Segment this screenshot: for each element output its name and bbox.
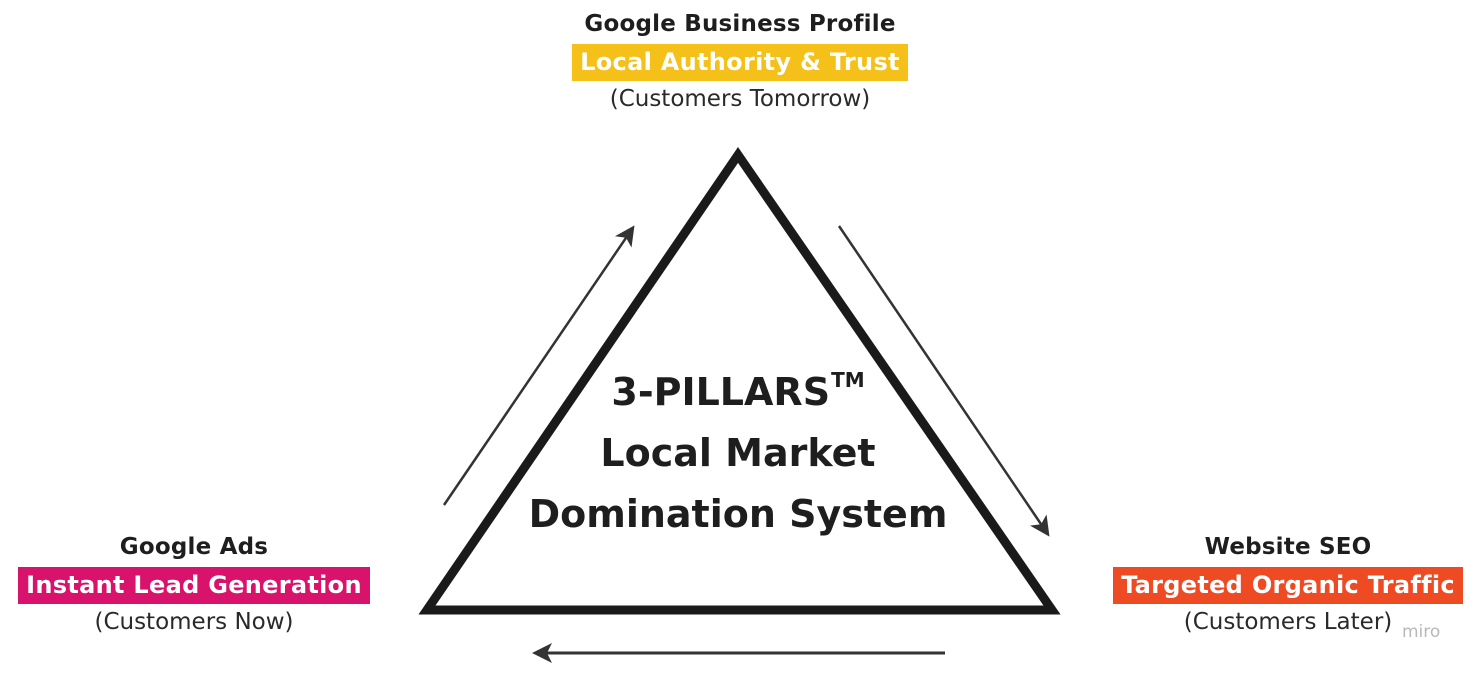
miro-watermark: miro — [1402, 622, 1441, 642]
pyramid-triangle — [418, 147, 1061, 615]
arrow-left-to-top — [442, 225, 635, 506]
pillar-tag: Instant Lead Generation — [18, 567, 370, 604]
pillar-tag: Targeted Organic Traffic — [1113, 567, 1463, 604]
pillar-title: Website SEO — [1204, 534, 1372, 560]
center-line-2: Local Market — [600, 431, 876, 475]
pillar-subtitle: (Customers Later) — [1183, 609, 1393, 635]
pillar-tag: Local Authority & Trust — [572, 44, 908, 81]
pillar-subtitle: (Customers Tomorrow) — [609, 86, 871, 112]
arrow-top-to-right — [837, 225, 1050, 537]
pillar-title: Google Business Profile — [584, 11, 896, 37]
pillar-subtitle: (Customers Now) — [94, 609, 294, 635]
center-line-3: Domination System — [528, 492, 948, 536]
center-brand: 3-PILLARS — [611, 370, 831, 414]
pillar-google-business-profile: Google Business Profile Local Authority … — [490, 9, 990, 115]
center-title: 3-PILLARSTM Local Market Domination Syst… — [500, 350, 976, 545]
pillar-title: Google Ads — [119, 534, 269, 560]
pillar-website-seo: Website SEO Targeted Organic Traffic (Cu… — [1096, 532, 1480, 638]
center-line-1: 3-PILLARSTM — [500, 350, 976, 423]
pillar-google-ads: Google Ads Instant Lead Generation (Cust… — [0, 532, 388, 638]
trademark-symbol: TM — [831, 368, 865, 392]
